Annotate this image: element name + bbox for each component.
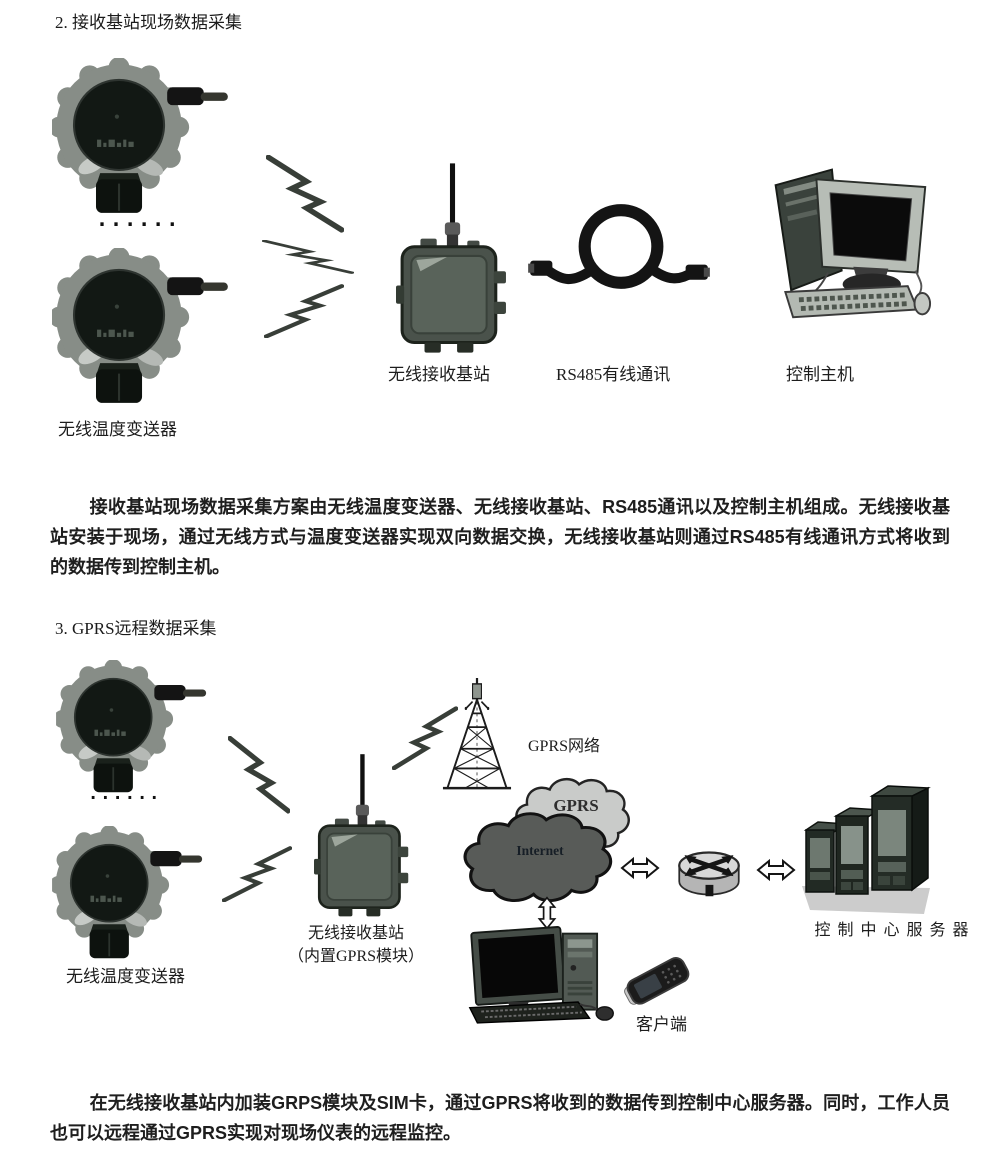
rs485-cable-icon — [528, 204, 710, 289]
section-3-heading: 3. GPRS远程数据采集 — [55, 619, 217, 638]
lightning-bolt-icon — [264, 284, 344, 338]
double-arrow-horizontal-icon — [756, 856, 796, 884]
gprs-cloud-label: GPRS — [553, 796, 599, 815]
ellipsis-dots: ...... — [96, 207, 181, 231]
server-label: 控制中心服务器 — [814, 922, 976, 939]
gprs-base-station-label-line1: 无线接收基站 — [307, 925, 404, 942]
lightning-bolt-icon — [228, 736, 290, 814]
client-label: 客户端 — [636, 1015, 687, 1034]
gprs-base-station-icon — [314, 754, 410, 920]
temperature-transmitter-icon — [56, 660, 208, 794]
section-2-paragraph: 接收基站现场数据采集方案由无线温度变送器、无线接收基站、RS485通讯以及控制主… — [50, 497, 950, 577]
lightning-bolt-icon — [266, 148, 344, 240]
cable-label: RS485有线通讯 — [556, 365, 671, 384]
transmitter-label: 无线温度变送器 — [58, 420, 177, 439]
host-label: 控制主机 — [786, 365, 854, 384]
lightning-bolt-icon — [222, 846, 292, 902]
transmitter-label: 无线温度变送器 — [66, 967, 185, 986]
internet-cloud-label: Internet — [516, 843, 564, 858]
mobile-phone-icon — [624, 957, 690, 1005]
double-arrow-horizontal-icon — [620, 854, 660, 882]
router-icon — [678, 851, 740, 897]
gprs-base-station-label-line2: （内置GPRS模块） — [287, 948, 425, 965]
lightning-bolt-icon — [262, 240, 354, 274]
client-computer-icon — [468, 926, 614, 1024]
control-center-server-icon — [802, 785, 931, 914]
section-3-paragraph: 在无线接收基站内加装GRPS模块及SIM卡，通过GPRS将收到的数据传到控制中心… — [50, 1093, 950, 1143]
temperature-transmitter-icon — [52, 826, 204, 960]
base-station-label: 无线接收基站 — [388, 365, 490, 384]
section-2-heading: 2. 接收基站现场数据采集 — [55, 13, 242, 32]
cell-tower-icon — [442, 678, 512, 790]
temperature-transmitter-icon — [52, 248, 230, 405]
gprs-base-station-label: 无线接收基站 （内置GPRS模块） — [278, 922, 434, 968]
control-host-computer-icon — [774, 168, 932, 319]
gprs-network-label: GPRS网络 — [528, 738, 601, 755]
wireless-base-station-icon — [396, 163, 508, 357]
temperature-transmitter-icon — [52, 58, 230, 215]
ellipsis-dots: ...... — [88, 784, 162, 804]
